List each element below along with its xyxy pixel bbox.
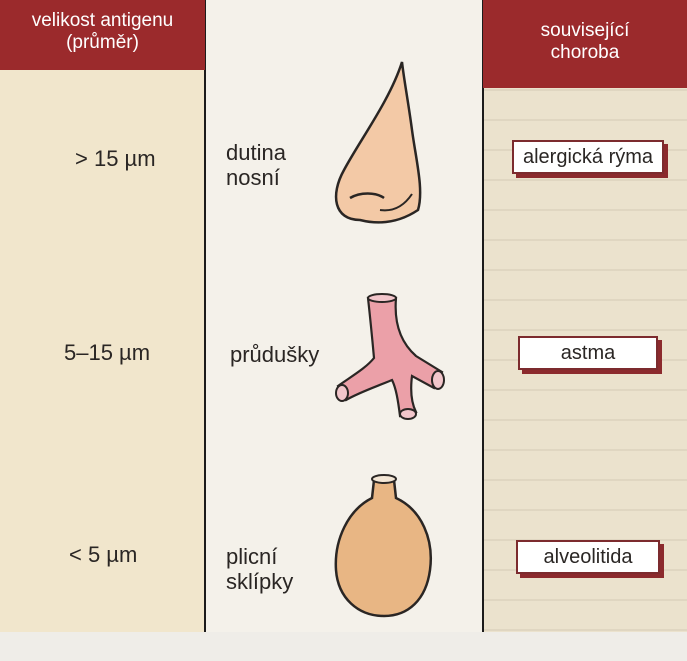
disease-column-header: související choroba (483, 0, 687, 88)
page-bottom-edge (0, 632, 687, 661)
size-header-line2: (průměr) (0, 32, 205, 54)
disease-badge-asthma: astma (518, 336, 658, 370)
organ-label-alveoli-line1: plicní (226, 544, 293, 569)
alveolus-icon (330, 470, 440, 620)
organ-label-nose-line1: dutina (226, 140, 286, 165)
size-label-large: > 15 µm (75, 146, 156, 172)
bronchi-icon (330, 292, 462, 427)
nose-icon (320, 60, 440, 230)
organ-label-alveoli-line2: sklípky (226, 569, 293, 594)
column-divider-right (482, 0, 484, 661)
organ-label-nose: dutina nosní (226, 140, 286, 190)
organ-label-bronchi: průdušky (230, 342, 319, 367)
size-column-header: velikost antigenu (průměr) (0, 0, 205, 70)
disease-badge-alveolitis: alveolitida (516, 540, 660, 574)
organ-label-bronchi-line1: průdušky (230, 342, 319, 367)
column-divider-left (204, 0, 206, 661)
disease-header-line1: související (483, 20, 687, 42)
size-label-small: < 5 µm (69, 542, 137, 568)
organ-label-alveoli: plicní sklípky (226, 544, 293, 594)
size-label-medium: 5–15 µm (64, 340, 150, 366)
organ-label-nose-line2: nosní (226, 165, 286, 190)
size-header-line1: velikost antigenu (0, 10, 205, 32)
disease-header-line2: choroba (483, 42, 687, 64)
disease-badge-allergic-rhinitis: alergická rýma (512, 140, 664, 174)
